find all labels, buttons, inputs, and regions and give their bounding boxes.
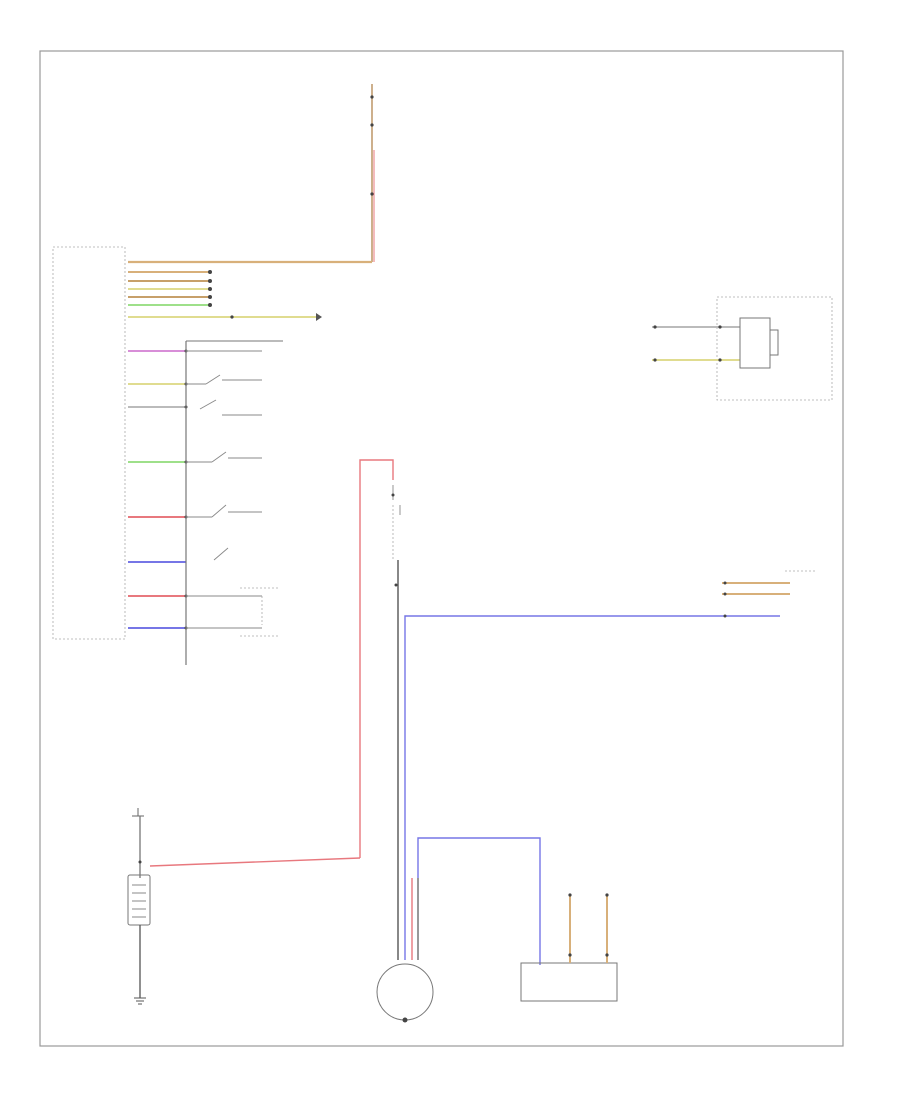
engine-module-box xyxy=(520,962,618,1002)
cluster-indicator xyxy=(770,329,779,356)
red-feed-wire xyxy=(359,459,394,858)
connector-pin xyxy=(208,270,212,274)
battery-cells xyxy=(132,884,146,918)
connector-pin xyxy=(718,358,722,362)
starter-motor-icon xyxy=(376,963,434,1021)
switch-contact xyxy=(205,374,221,385)
engine-control-module xyxy=(520,893,618,1002)
module-lower-wires xyxy=(128,349,188,630)
switch-contact xyxy=(199,399,217,410)
connector-pin xyxy=(723,614,727,618)
instrument-cluster xyxy=(652,296,833,401)
connector-pin xyxy=(723,592,727,596)
fuse-pin-bottom xyxy=(370,123,374,127)
module-upper-wires xyxy=(128,260,372,321)
instrument-cluster-box xyxy=(716,296,833,401)
connector-pin xyxy=(208,295,212,299)
connector-pin xyxy=(230,315,234,319)
connector-pin xyxy=(208,287,212,291)
fuse-pin xyxy=(391,493,395,497)
splice-dot xyxy=(138,860,142,864)
connector-pin xyxy=(568,953,572,957)
diagram-frame xyxy=(39,50,844,1047)
top-fuse-feed xyxy=(370,84,375,262)
starter-terminal xyxy=(402,1017,408,1023)
connector-pin xyxy=(653,325,657,329)
connector-pin xyxy=(723,581,727,585)
ground-icon xyxy=(316,313,322,321)
center-fuse-feed xyxy=(359,459,401,960)
transmission-feed xyxy=(404,570,815,960)
ground-icon xyxy=(134,997,146,1005)
splice-dot xyxy=(370,192,374,196)
starter-assembly xyxy=(376,837,541,1023)
blue-signal-wire xyxy=(404,615,780,960)
fuse-pin-top xyxy=(370,95,374,99)
connector-pin xyxy=(208,279,212,283)
switch-contact xyxy=(211,451,227,463)
switch-contact xyxy=(211,504,227,518)
battery-positive-wire xyxy=(149,857,361,867)
fuse-pin xyxy=(394,583,398,587)
battery-circuit xyxy=(127,808,361,1005)
switch-contact xyxy=(213,547,229,561)
left-control-module xyxy=(52,246,126,640)
connector-pin xyxy=(718,325,722,329)
connector-pin xyxy=(605,953,609,957)
connector-pin xyxy=(605,893,609,897)
connector-pin xyxy=(208,303,212,307)
connector-pin xyxy=(568,893,572,897)
cluster-module-symbol xyxy=(739,317,771,369)
ground-icon xyxy=(132,808,144,817)
engine-module-blue-wire xyxy=(417,837,541,965)
battery-icon xyxy=(127,874,151,926)
switch-block xyxy=(185,340,283,665)
connector-pin xyxy=(653,358,657,362)
